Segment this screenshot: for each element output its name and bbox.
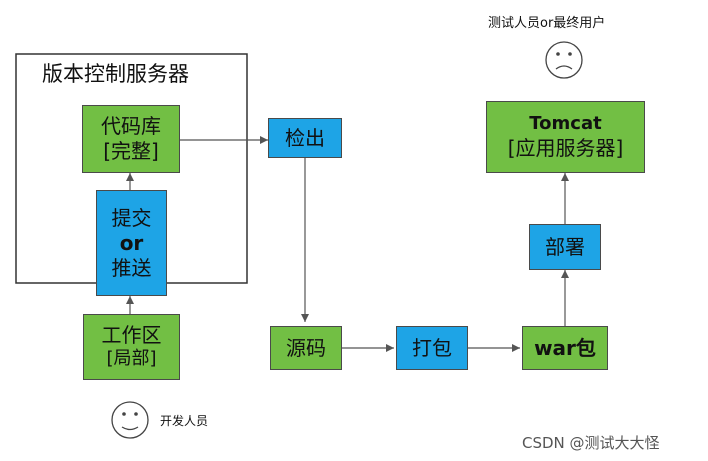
repo-container-title: 版本控制服务器: [42, 62, 189, 86]
watermark-text: CSDN @测试大大怪: [522, 434, 660, 452]
commit-node: 提交 or 推送: [96, 190, 167, 296]
commit-line1: 提交: [111, 205, 152, 230]
tomcat-line2: [应用服务器]: [507, 135, 624, 160]
workspace-node: 工作区 [局部]: [83, 314, 180, 380]
code-repo-line1: 代码库: [101, 114, 161, 138]
war-label: war包: [534, 335, 596, 360]
sad-face-icon: [545, 41, 583, 79]
commit-line3: 推送: [111, 255, 152, 280]
deploy-node: 部署: [529, 224, 601, 270]
source-node: 源码: [270, 326, 342, 370]
source-label: 源码: [286, 335, 326, 360]
neutral-face-icon: [111, 401, 149, 439]
checkout-node: 检出: [268, 118, 342, 158]
checkout-label: 检出: [285, 125, 325, 150]
workspace-line2: [局部]: [106, 348, 157, 370]
commit-line2: or: [119, 230, 144, 255]
code-repo-node: 代码库 [完整]: [82, 105, 180, 173]
tomcat-node: Tomcat [应用服务器]: [486, 101, 645, 173]
developer-label: 开发人员: [160, 414, 209, 428]
end-user-label: 测试人员or最终用户: [488, 16, 606, 31]
war-node: war包: [522, 326, 608, 370]
tomcat-line1: Tomcat: [529, 113, 602, 135]
workspace-line1: 工作区: [101, 323, 162, 348]
deploy-label: 部署: [545, 234, 585, 259]
package-label: 打包: [412, 335, 452, 360]
package-node: 打包: [396, 326, 468, 370]
code-repo-line2: [完整]: [103, 139, 159, 163]
